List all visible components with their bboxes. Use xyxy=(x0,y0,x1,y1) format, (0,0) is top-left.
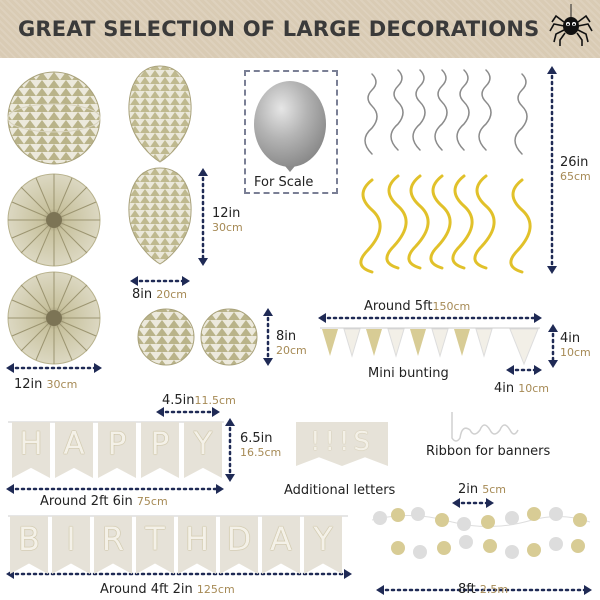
paper-fan-1 xyxy=(7,173,101,267)
happy-length-label: Around 2ft 6in 75cm xyxy=(40,494,168,509)
ribbon-label: Ribbon for banners xyxy=(426,444,551,459)
banner-letter: A xyxy=(55,422,93,478)
lantern-width-label: 8in 20cm xyxy=(132,287,188,302)
small-honeycomb-ball-2 xyxy=(200,308,258,366)
fan-size-label: 12in 30cm xyxy=(14,377,78,392)
banner-letter: H xyxy=(12,422,50,478)
header-banner: GREAT SELECTION OF LARGE DECORATIONS xyxy=(0,0,600,58)
bunting-width-label: 4in 10cm xyxy=(494,381,550,396)
arrow-heads xyxy=(6,66,592,595)
bunting-length-label: Around 5ft150cm xyxy=(364,299,471,314)
mini-bunting-label: Mini bunting xyxy=(368,366,449,381)
birthday-length-label: Around 4ft 2in 125cm xyxy=(100,582,235,597)
mini-bunting xyxy=(320,327,540,366)
hanging-swirls xyxy=(359,69,532,274)
for-scale-box: For Scale xyxy=(244,70,338,194)
dot-size-label: 2in 5cm xyxy=(458,482,507,497)
dot-garland xyxy=(371,507,591,559)
small-honeycomb-ball-1 xyxy=(137,308,195,366)
additional-letters-label: Additional letters xyxy=(284,483,396,498)
ribbon-icon xyxy=(451,412,519,442)
for-scale-label: For Scale xyxy=(254,175,314,190)
page-title: GREAT SELECTION OF LARGE DECORATIONS xyxy=(18,17,540,41)
honeycomb-lantern-2 xyxy=(128,167,192,265)
dimension-arrows xyxy=(8,68,590,592)
banner-letter: B xyxy=(10,516,48,574)
letter-width-label: 4.5in11.5cm xyxy=(162,393,236,408)
banner-letter: P xyxy=(141,422,179,478)
honeycomb-ball xyxy=(7,71,101,165)
banner-letter: Y xyxy=(184,422,222,478)
spider-icon xyxy=(549,4,593,46)
garland-length-label: 8ft 2.5m xyxy=(458,582,509,597)
balloon-icon xyxy=(254,81,326,172)
banner-letter: D xyxy=(220,516,258,574)
extra-letters-banner: !!!S xyxy=(296,422,388,466)
banner-letter: T xyxy=(136,516,174,574)
honeycomb-lantern-1 xyxy=(128,65,192,163)
paper-fan-2 xyxy=(7,271,101,365)
